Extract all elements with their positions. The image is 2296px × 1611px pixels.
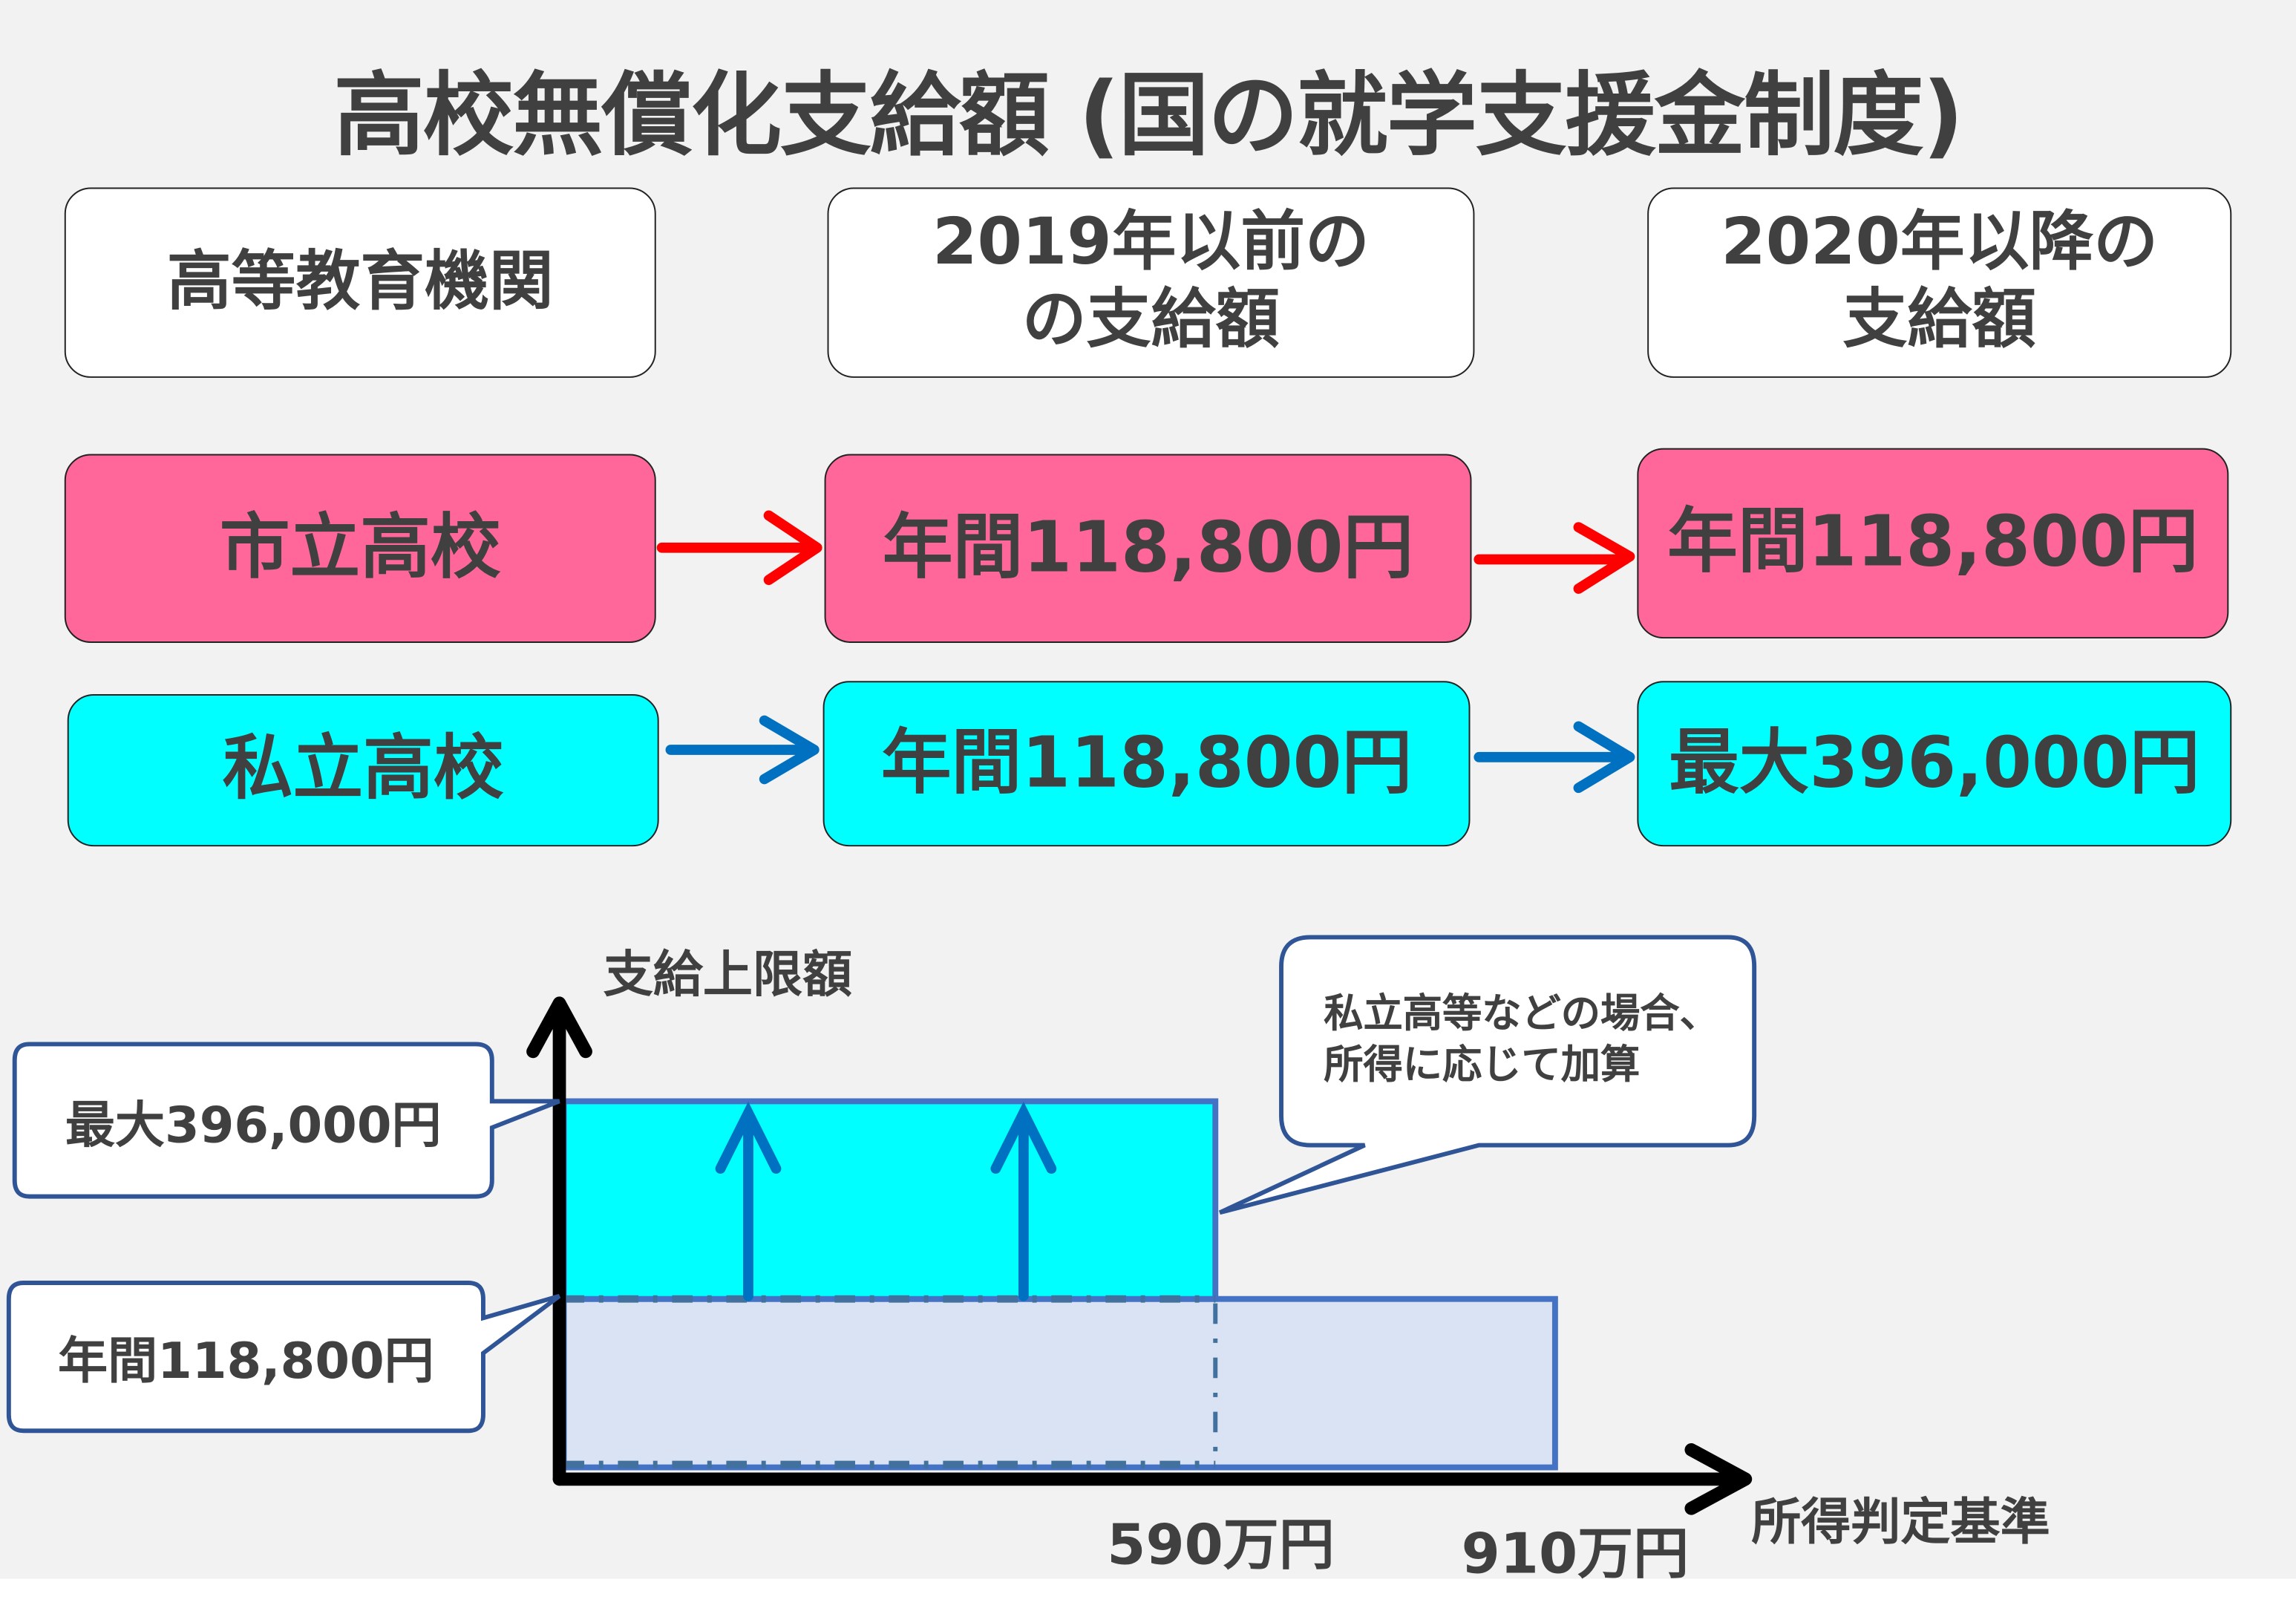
callout-note-line1: 私立高等などの場合、 — [1324, 991, 1719, 1037]
base-support-area — [560, 1295, 1558, 1471]
callout-note-line2: 所得に応じて加算 — [1324, 1042, 1641, 1088]
tick-590: 590万円 — [1107, 1512, 1335, 1578]
cell-text: 年間118,800円 — [1667, 501, 2199, 584]
x-axis-label: 所得判定基準 — [1751, 1494, 2050, 1552]
header-label: 2019年以前の の支給額 — [932, 205, 1370, 358]
tick-910: 910万円 — [1461, 1521, 1690, 1587]
up-arrow-icon — [990, 1101, 1057, 1301]
additional-support-area — [560, 1098, 1219, 1302]
page-title: 高校無償化支給額 (国の就学支援金制度) — [333, 61, 1963, 169]
x-axis — [552, 1442, 1753, 1515]
callout-max-bubble — [12, 1042, 560, 1199]
header-label: 高等教育機関 — [166, 244, 554, 319]
up-arrow-icon — [715, 1101, 782, 1301]
cell-text: 年間118,800円 — [882, 506, 1414, 589]
row-private-institution: 私立高校 — [67, 694, 659, 847]
cell-text: 最大396,000円 — [1669, 721, 2200, 804]
header-after-2020: 2020年以降の 支給額 — [1647, 187, 2232, 378]
red-arrow-icon — [656, 510, 822, 586]
header-label: 2020年以降の 支給額 — [1721, 205, 2159, 358]
row-public-after: 年間118,800円 — [1637, 448, 2229, 639]
callout-note-bubble — [1218, 935, 1757, 1215]
blue-arrow-icon — [1474, 721, 1635, 794]
header-before-2019: 2019年以前の の支給額 — [827, 187, 1475, 378]
y-axis — [526, 996, 592, 1486]
row-public-institution: 市立高校 — [64, 454, 656, 643]
y-axis-label: 支給上限額 — [603, 946, 853, 1005]
red-arrow-icon — [1474, 522, 1635, 594]
callout-base-text: 年間118,800円 — [58, 1333, 434, 1391]
cell-text: 年間118,800円 — [880, 721, 1413, 804]
cell-text: 私立高校 — [222, 728, 504, 811]
header-institution: 高等教育機関 — [64, 187, 656, 378]
cell-text: 市立高校 — [219, 506, 501, 589]
callout-max-text: 最大396,000円 — [65, 1096, 442, 1155]
blue-arrow-icon — [665, 715, 820, 785]
row-public-before: 年間118,800円 — [824, 454, 1472, 643]
callout-base-bubble — [6, 1281, 561, 1434]
row-private-after: 最大396,000円 — [1637, 681, 2232, 847]
row-private-before: 年間118,800円 — [822, 681, 1471, 847]
